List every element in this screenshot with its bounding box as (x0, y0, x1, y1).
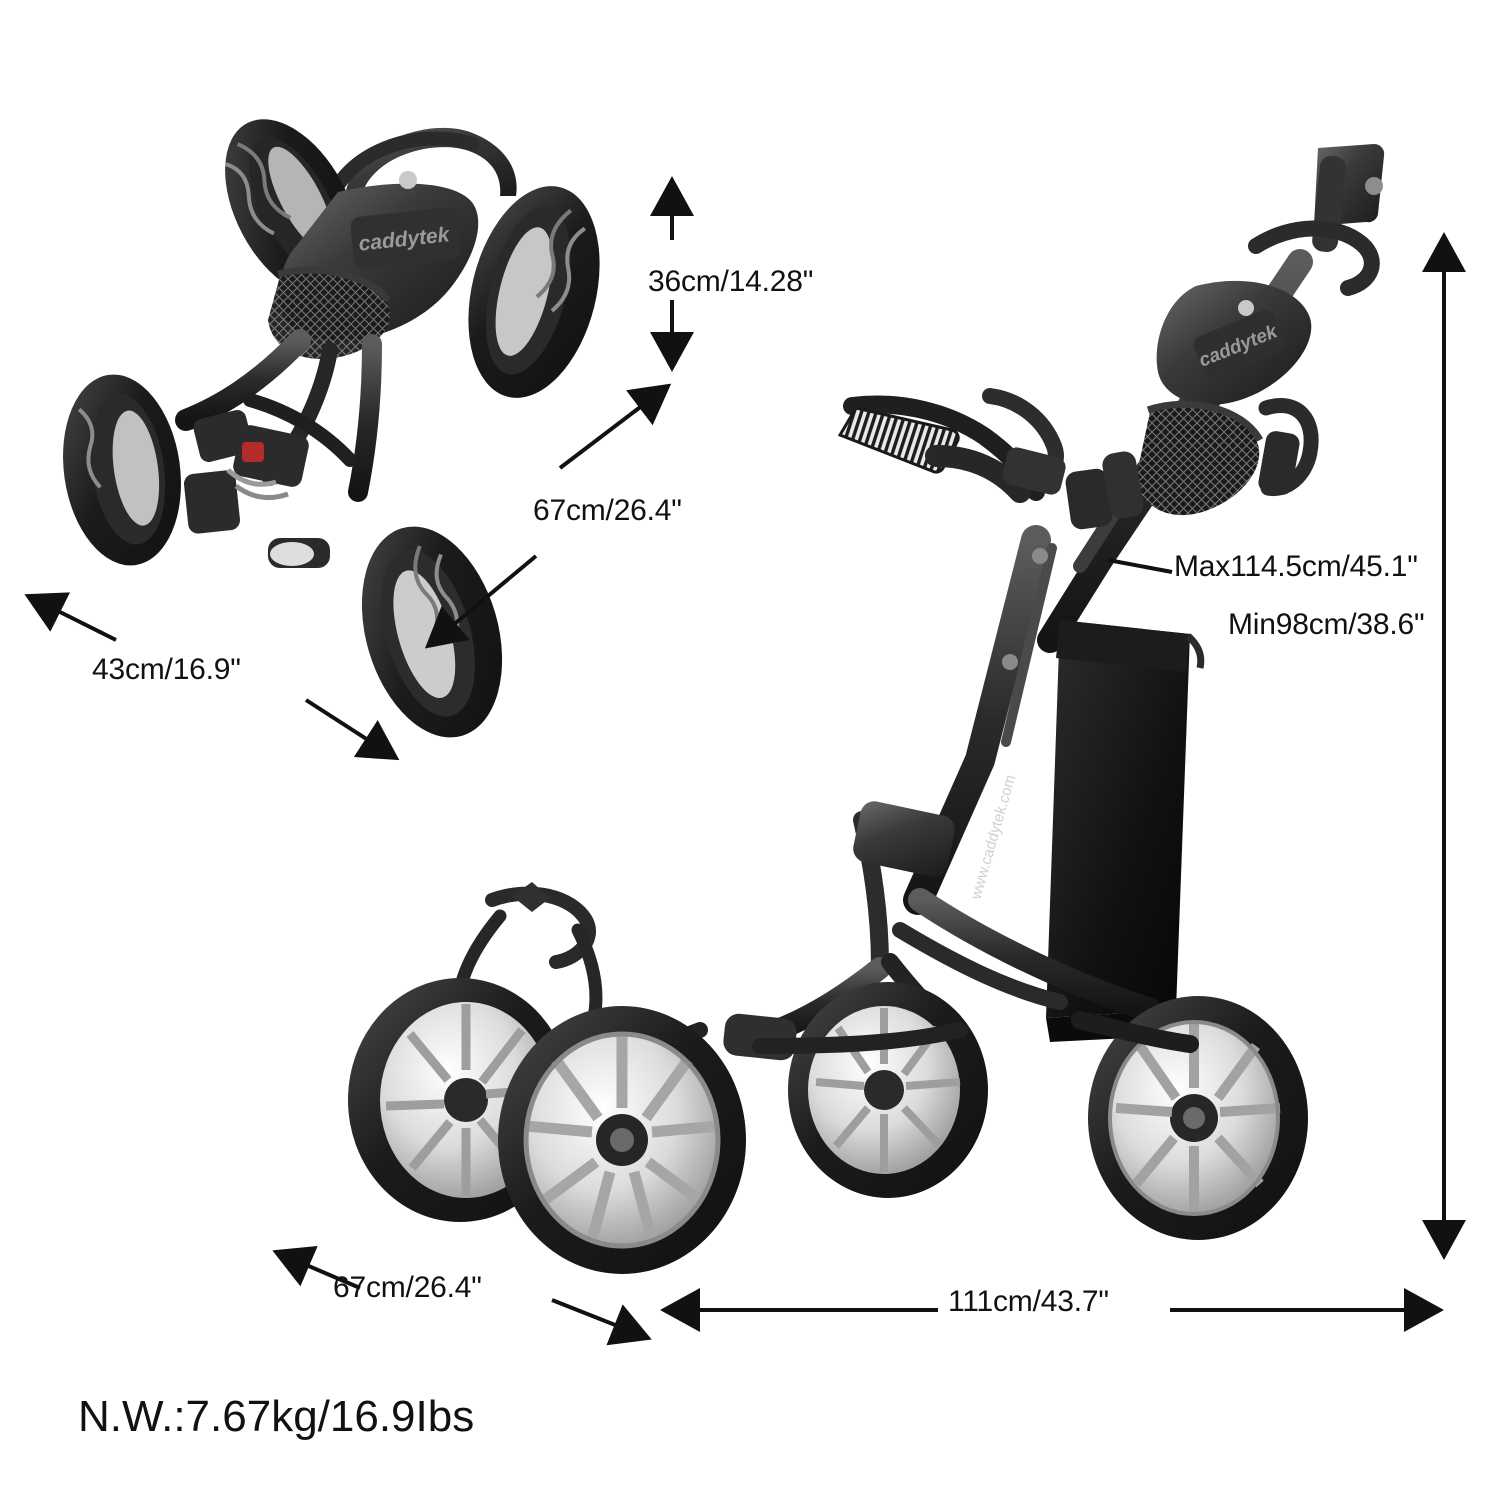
label-open-width: 67cm/26.4" (333, 1271, 482, 1304)
golf-cart-open-illustration: caddytek www.caddytek (348, 143, 1385, 1274)
leader-handle-height (1107, 558, 1173, 574)
label-folded-width: 43cm/16.9" (92, 653, 241, 686)
label-handle-max-height: Max114.5cm/45.1" (1174, 550, 1418, 583)
arrow-folded-depth-down (424, 554, 538, 649)
arrow-open-width-left (272, 1245, 361, 1290)
arrow-open-width-right (551, 1298, 652, 1346)
arrow-folded-width-right (304, 698, 400, 761)
arrow-folded-width-left (24, 592, 117, 642)
label-open-length: 111cm/43.7" (948, 1285, 1109, 1318)
label-folded-height: 36cm/14.28" (648, 265, 814, 298)
label-net-weight: N.W.:7.67kg/16.9Ibs (78, 1392, 475, 1441)
golf-cart-folded-illustration: caddytek (63, 119, 600, 738)
arrow-folded-depth-up (558, 383, 672, 470)
label-folded-depth: 67cm/26.4" (533, 494, 682, 527)
label-handle-min-height: Min98cm/38.6" (1228, 608, 1425, 641)
